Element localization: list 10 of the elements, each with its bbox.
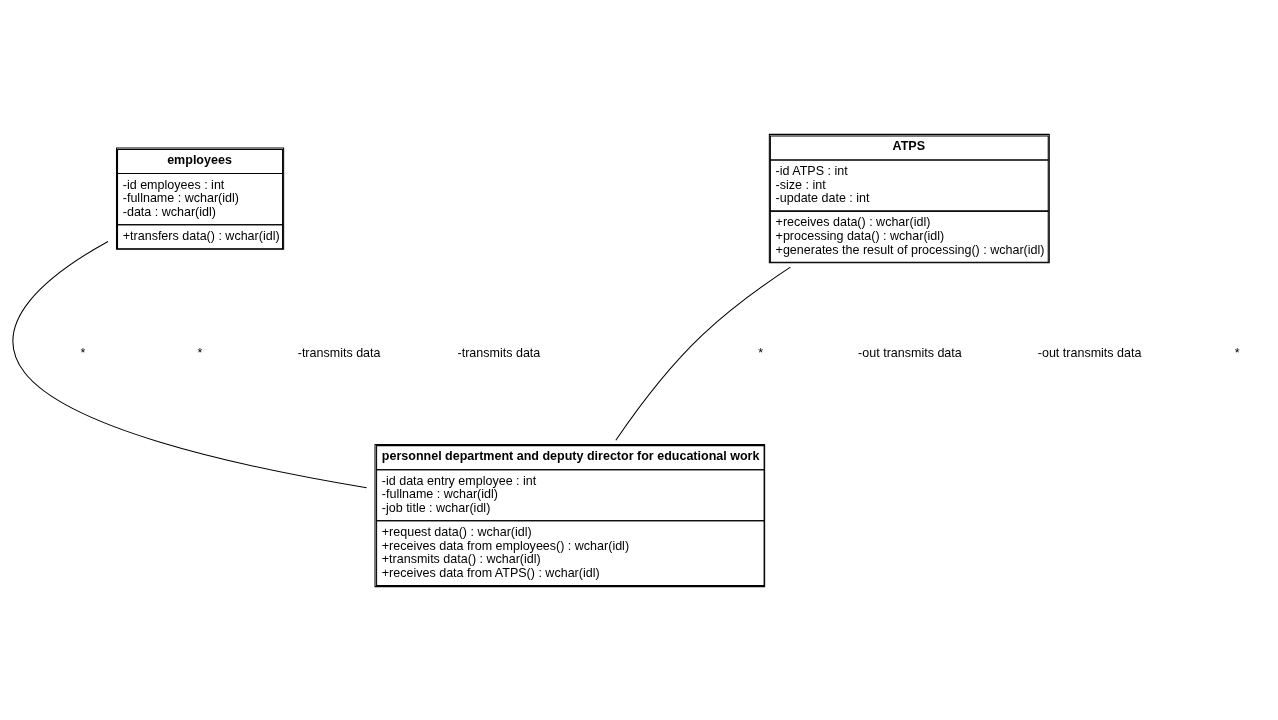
connector (12, 240, 368, 488)
label: -transmits data (297, 345, 381, 360)
label: -out transmits data (858, 345, 962, 360)
label: -transmits data (457, 345, 541, 360)
label: * (80, 345, 86, 360)
label: -out transmits data (1037, 345, 1142, 360)
label: * (1234, 345, 1240, 360)
label: * (758, 345, 764, 360)
label: * (197, 345, 203, 360)
connector (615, 266, 791, 441)
